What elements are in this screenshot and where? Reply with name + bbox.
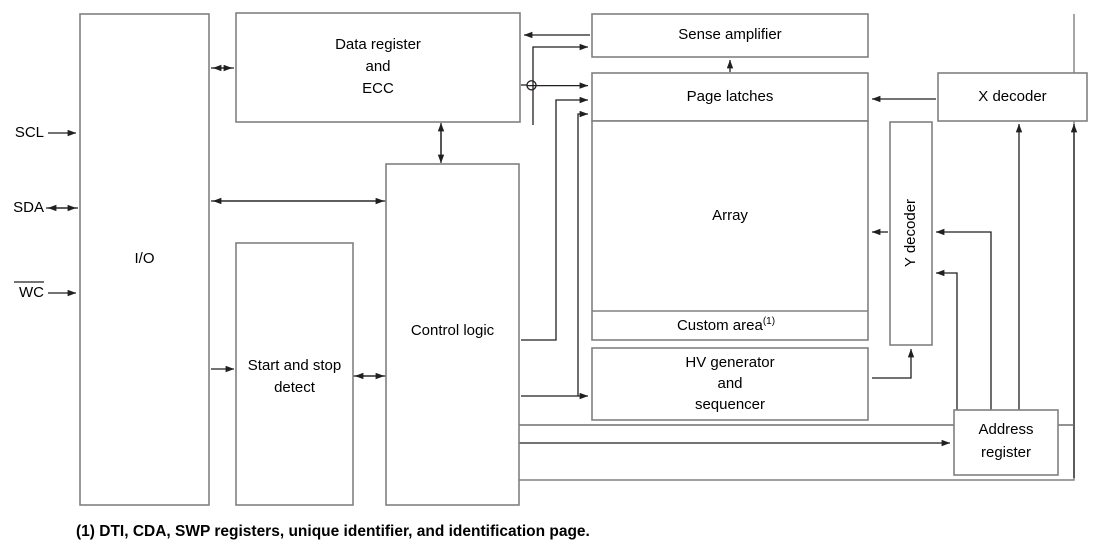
pin-label-sda: SDA [13, 199, 44, 216]
wire-control-to-pagelatches-mid [521, 96, 589, 341]
block-control-logic: Control logic [385, 163, 520, 506]
block-x-decoder: X decoder [937, 72, 1088, 122]
wire-addrreg-to-ydecoder-upper [935, 228, 992, 410]
block-hv-line-2: and [717, 375, 742, 392]
block-sense-amplifier: Sense amplifier [591, 13, 869, 58]
block-io-label: I/O [134, 250, 154, 267]
block-page-latches-label: Page latches [687, 88, 774, 105]
block-address-register-line-1: Address [978, 421, 1033, 438]
wire-hv-to-ydecoder [872, 348, 915, 379]
custom-area-text: Custom area [677, 317, 764, 334]
pin-label-scl: SCL [15, 124, 44, 141]
block-start-stop-detect: Start and stop detect [235, 242, 354, 506]
figure-footnote: (1) DTI, CDA, SWP registers, unique iden… [76, 523, 590, 540]
wire-control-to-pagelatches-top [521, 80, 589, 91]
block-y-decoder: Y decoder [889, 121, 933, 346]
block-address-register-line-2: register [981, 444, 1031, 461]
block-io: I/O [79, 13, 210, 506]
block-custom-area-label: Custom area(1) [677, 316, 775, 334]
block-data-register-ecc: Data register and ECC [235, 12, 521, 123]
block-custom-area: Custom area(1) [677, 316, 775, 334]
block-start-stop-line-2: detect [274, 379, 316, 396]
block-hv-line-3: sequencer [695, 396, 765, 413]
block-sense-amplifier-label: Sense amplifier [678, 26, 781, 43]
block-x-decoder-label: X decoder [978, 88, 1046, 105]
block-hv-line-1: HV generator [685, 354, 774, 371]
block-start-stop-line-1: Start and stop [248, 357, 341, 374]
block-page-latches: Page latches [591, 72, 869, 122]
block-data-register-line-3: ECC [362, 80, 394, 97]
block-hv-generator-sequencer: HV generator and sequencer [591, 347, 869, 421]
wire-bundle [46, 31, 1078, 478]
wire-addrreg-bus-to-ydecoder [935, 269, 958, 425]
block-data-register-line-1: Data register [335, 36, 421, 53]
block-y-decoder-label: Y decoder [902, 199, 919, 267]
block-array: Array [591, 120, 869, 341]
custom-area-superscript: (1) [763, 316, 775, 327]
block-array-label: Array [712, 207, 748, 224]
wire-control-to-pagelatches-low [577, 110, 589, 396]
block-address-register: Address register [953, 409, 1059, 476]
pin-labels: SCL SDA WC [13, 124, 44, 301]
pin-label-wc: WC [19, 284, 44, 301]
wire-datareg-to-senseamp [532, 43, 589, 125]
footnote-text: (1) DTI, CDA, SWP registers, unique iden… [76, 523, 590, 540]
block-control-logic-label: Control logic [411, 322, 495, 339]
block-data-register-line-2: and [365, 58, 390, 75]
